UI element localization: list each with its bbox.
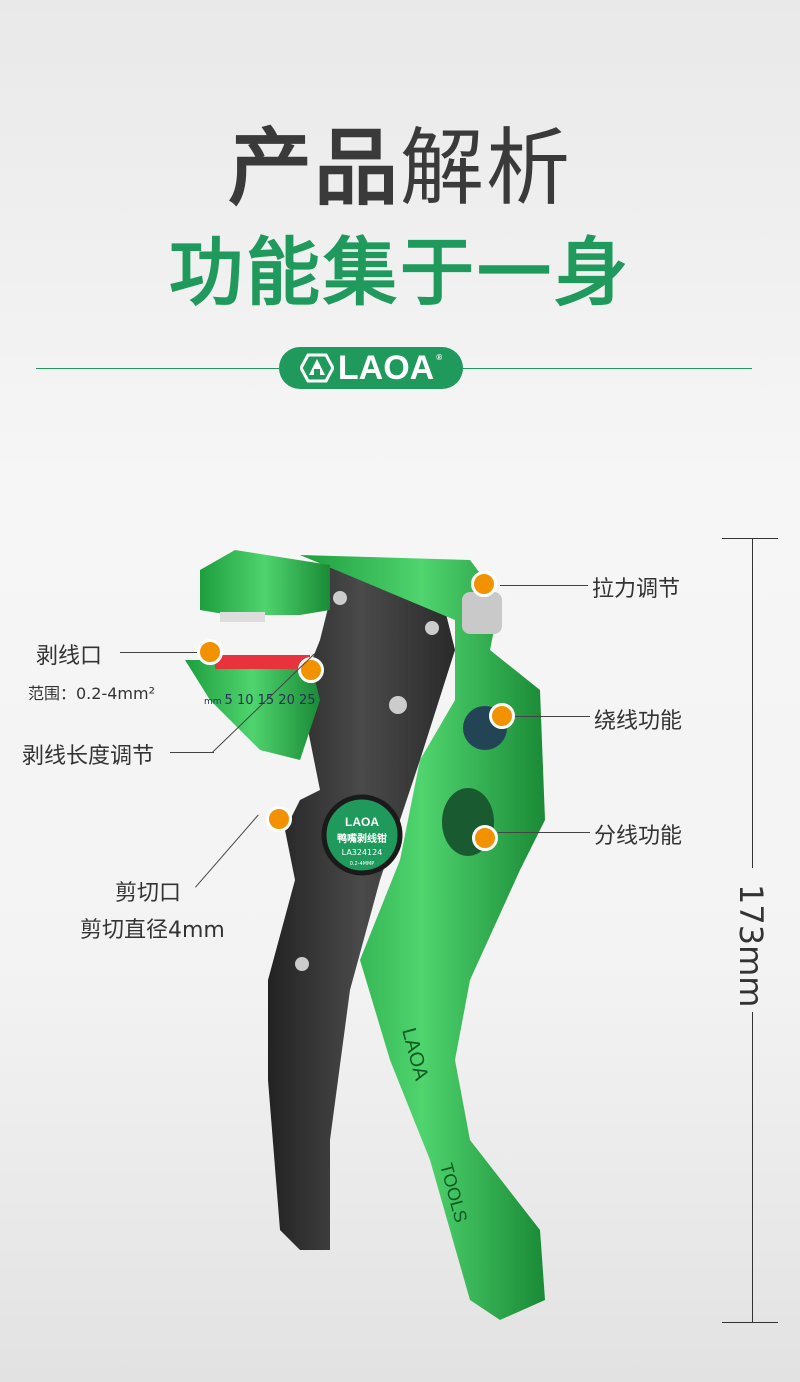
leader-line [170,752,214,753]
dimension-tick-top [722,538,778,539]
badge-brand: LAOA [345,815,379,829]
marker-dot [471,571,497,597]
divider-right [462,368,752,369]
label-cut-port: 剪切口 [115,881,182,906]
dimension-line-bottom [752,1012,753,1322]
label-tension: 拉力调节 [592,577,681,602]
upper-blade [220,612,265,622]
strip-blade [215,655,310,669]
badge-range: 0.2-4MMP [350,861,375,867]
page-title: 产品解析 [0,118,800,218]
green-lower-jaw [185,660,320,760]
marker-dot [266,806,292,832]
leader-line [498,832,590,833]
brand-logo: LAOA® [279,347,463,389]
ruler-marks: 5 10 15 20 25 [224,693,316,708]
logo-emblem-icon [299,353,334,383]
badge-circle [321,794,403,876]
tension-knob [462,592,502,634]
label-split: 分线功能 [594,824,683,849]
leader-line [510,716,590,717]
dimension-tick-bottom [722,1322,778,1323]
leader-line [500,585,588,586]
brand-name: LAOA [337,348,435,387]
ruler-unit: mm [204,697,222,707]
divider-left [36,368,280,369]
label-strip-port: 剥线口 [36,644,103,669]
label-winding: 绕线功能 [594,709,683,734]
title-bold: 产品 [227,119,400,217]
label-strip-length: 剥线长度调节 [22,744,155,769]
green-upper-jaw [200,550,330,615]
rivet [295,957,309,971]
registered-mark: ® [436,353,443,362]
label-strip-range: 范围：0.2-4mm² [28,684,155,703]
dimension-label: 173mm [732,884,770,1008]
badge-name: 鸭嘴剥线钳 [337,832,387,845]
marker-dot [298,657,324,683]
black-handle [268,565,455,1250]
badge-model: LA324124 [342,848,383,857]
title-light: 解析 [400,119,573,217]
dimension-line-top [752,538,753,868]
rivet [389,696,407,714]
marker-dot [472,825,498,851]
rivet [333,591,347,605]
marker-dot [197,639,223,665]
rivet [425,621,439,635]
page-subtitle: 功能集于一身 [169,230,631,316]
leader-line [120,652,200,653]
marker-dot [489,703,515,729]
label-cut-diameter: 剪切直径4mm [80,918,225,943]
